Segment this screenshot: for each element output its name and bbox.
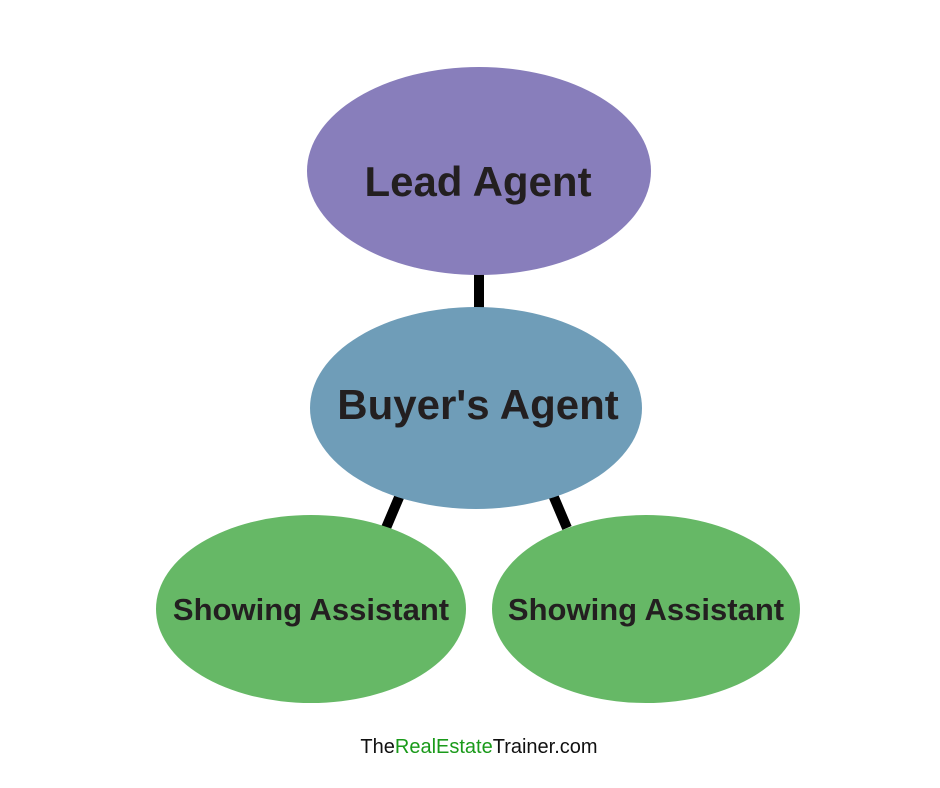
node-showing-assistant-right-shape (492, 515, 800, 703)
node-lead-agent-shape (307, 67, 651, 275)
footer-part-the: The (360, 736, 395, 758)
node-showing-assistant-left-shape (156, 515, 466, 703)
edge-buyer-to-showing-right (548, 493, 572, 530)
node-showing-assistant-left-label: Showing Assistant (173, 592, 449, 627)
node-showing-assistant-right-label: Showing Assistant (508, 592, 784, 627)
node-showing-assistant-right: Showing Assistant (492, 515, 800, 703)
footer-part-realestate: RealEstate (394, 736, 493, 758)
node-buyers-agent-shape (310, 307, 642, 509)
edge-buyer-to-showing-left (381, 493, 405, 530)
node-buyers-agent: Buyer's Agent (310, 307, 642, 509)
node-showing-assistant-left: Showing Assistant (156, 515, 466, 703)
node-lead-agent: Lead Agent (307, 67, 651, 275)
footer-website: TheRealEstateTrainer.com (0, 736, 940, 759)
node-lead-agent-label: Lead Agent (364, 158, 591, 205)
footer-part-trainer: Trainer.com (492, 736, 598, 758)
node-buyers-agent-label: Buyer's Agent (337, 381, 619, 428)
